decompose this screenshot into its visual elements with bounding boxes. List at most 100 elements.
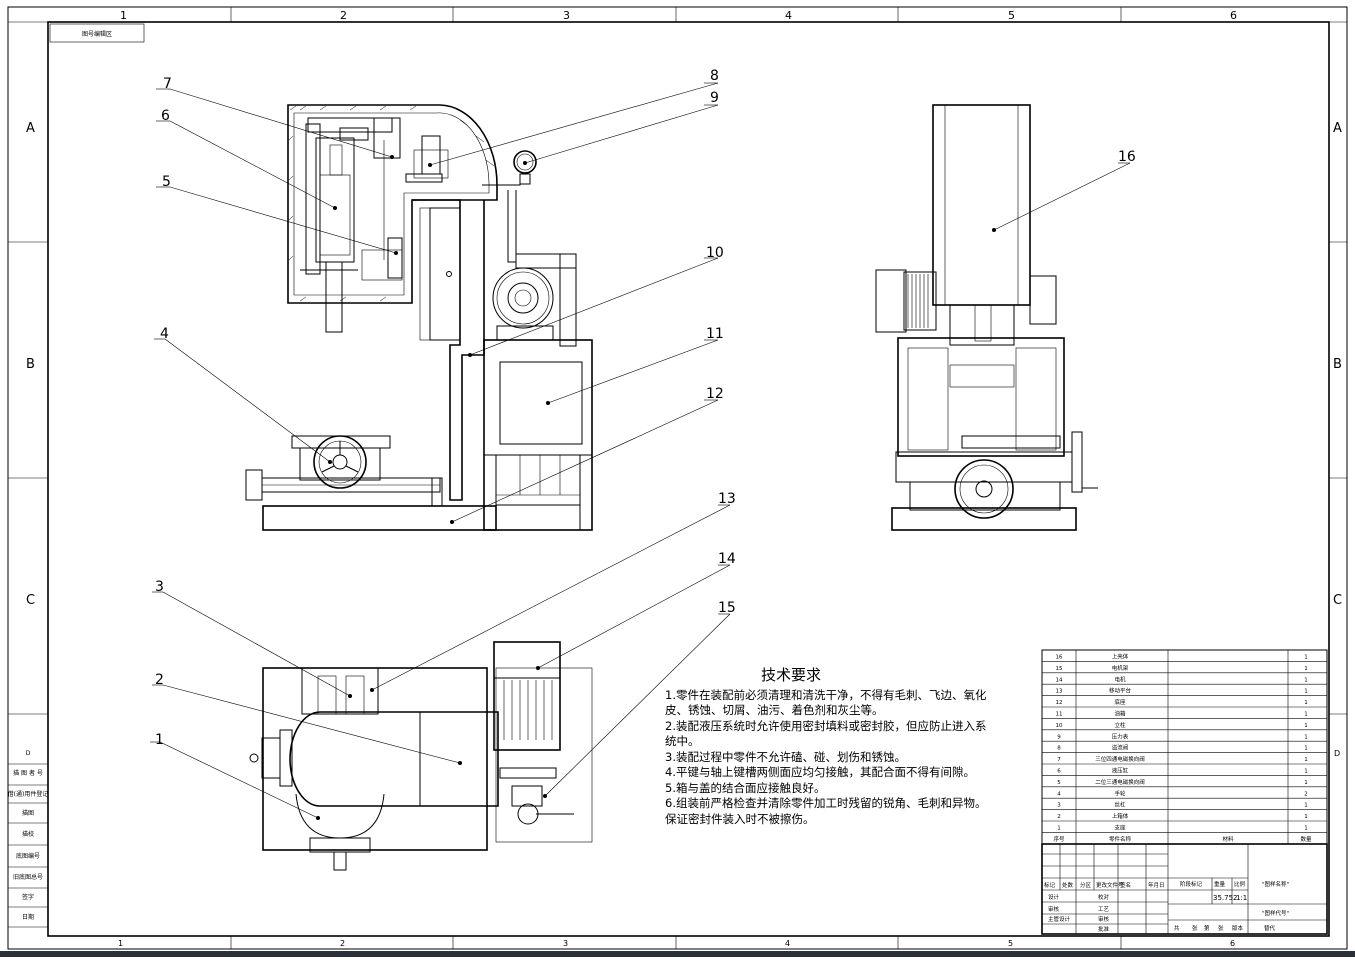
bom-row-qty: 1 [1304,746,1308,752]
bom-row-qty: 1 [1304,780,1308,786]
callout-12: 12 [706,386,724,402]
callout-8: 8 [710,68,719,84]
row-right-d: D [1334,749,1340,758]
bom-row-name: 丝杠 [1114,801,1126,809]
tech-item-1: 1.零件在装配前必须清理和清洗干净，不得有毛刺、飞边、氧化皮、锈蚀、切屑、油污、… [665,687,987,718]
corner-tag-box [49,23,145,43]
bom-row-no: 5 [1057,780,1061,786]
bom-row-no: 9 [1057,734,1061,740]
bom-header-qty: 数量 [1300,835,1312,843]
tb-role-check: 校对 [1098,893,1110,901]
bom-header-material: 材料 [1222,835,1234,843]
bom-row-no: 2 [1057,814,1061,820]
bom-row-no: 3 [1057,803,1061,809]
tb-label-zone: 分区 [1080,881,1092,889]
bom-row-name: 支座 [1114,824,1126,832]
tb-sheet-unit2: 张 [1218,924,1224,932]
tb-role-design: 设计 [1048,893,1060,901]
tb-label-count: 处数 [1062,881,1074,889]
tb-version: 版本 [1232,924,1244,932]
callout-11: 11 [706,326,724,342]
bom-row-name: 油箱 [1114,710,1126,718]
zone-top-5: 5 [1008,9,1015,22]
strip-d: D [26,750,31,757]
row-left-a: A [26,121,35,136]
callout-2: 2 [155,672,164,688]
bom-row-name: 手轮 [1114,789,1126,797]
zone-bottom-1: 1 [118,939,123,948]
tb-replace: 替代 [1264,924,1276,932]
tb-role-audit: 审核 [1098,915,1110,923]
bom-row-qty: 1 [1304,826,1308,832]
bom-row-no: 1 [1057,826,1061,832]
bom-row-no: 13 [1056,689,1063,695]
tb-role-chief: 主管设计 [1048,915,1071,923]
tech-title: 技术要求 [761,666,822,684]
bom-row-name: 电机 [1114,675,1126,683]
bom-row-no: 6 [1057,769,1061,775]
callout-1: 1 [155,732,164,748]
strip-label-8: 日期 [22,913,34,921]
zone-bottom-4: 4 [785,939,790,948]
tb-label-sign: 签名 [1120,881,1131,889]
zone-bottom-3: 3 [563,939,568,948]
row-right-b: B [1333,357,1342,372]
bom-row-qty: 1 [1304,814,1308,820]
bom-header-no: 序号 [1053,835,1065,843]
tech-item-6: 6.组装前严格检查并清除零件加工时残留的锐角、毛刺和异物。保证密封件装入时不被擦… [665,796,987,826]
bom-row-name: 电机架 [1112,664,1129,672]
side-view [875,104,1098,531]
tb-role-approve: 批准 [1098,925,1110,933]
bom-row-qty: 1 [1304,677,1308,683]
callout-13: 13 [718,491,736,507]
tech-item-5: 5.箱与盖的结合面应接触良好。 [665,780,826,795]
bom-row-no: 14 [1056,677,1063,683]
strip-label-7: 签字 [22,893,34,901]
row-left-c: C [26,593,35,608]
tb-label-date: 年月日 [1148,881,1165,889]
bom-row-qty: 1 [1304,803,1308,809]
callout-15: 15 [718,600,736,616]
callout-6: 6 [161,108,170,124]
bom-row-name: 立柱 [1114,721,1126,729]
tech-item-3: 3.装配过程中零件不允许磕、碰、划伤和锈蚀。 [665,749,906,764]
bom-row-qty: 1 [1304,689,1308,695]
bom-row-qty: 1 [1304,757,1308,763]
bom-row-name: 三位四通电磁换向阀 [1095,755,1145,763]
tb-stage-label: 阶段标记 [1180,880,1203,888]
callout-16: 16 [1118,149,1136,165]
bom-row-name: 上箱体 [1112,812,1129,820]
tech-item-4: 4.平键与轴上键槽两侧面应均匀接触，其配合面不得有间隙。 [665,765,975,779]
bom-row-qty: 1 [1304,666,1308,672]
bom-row-name: 移动平台 [1109,687,1132,695]
bom-row-no: 7 [1057,757,1061,763]
bom-row-name: 压力表 [1112,732,1129,740]
zone-bottom-5: 5 [1008,939,1013,948]
taskbar-strip [0,951,1355,957]
bom-row-no: 8 [1057,746,1061,752]
top-view [249,641,593,871]
bom-row-name: 液压缸 [1112,767,1129,775]
bom-row-name: 溢流阀 [1112,744,1129,752]
bom-row-qty: 1 [1304,734,1308,740]
bom-row-name: 上壳体 [1112,653,1129,661]
tb-scale-label: 比例 [1234,880,1246,888]
callout-5: 5 [162,174,171,190]
callout-7: 7 [163,76,172,92]
zone-top-6: 6 [1230,9,1237,22]
tb-sheet-no: 第 [1204,924,1210,932]
tb-label-change: 更改文件号 [1096,881,1124,889]
strip-label-2: 借(通)用件登记 [8,790,49,798]
strip-label-5: 底图编号 [16,852,40,860]
bom-row-name: 二位三通电磁换向阀 [1095,778,1145,786]
zone-bottom-2: 2 [340,939,345,948]
tech-item-2: 2.装配液压系统时允许使用密封填料或密封胶，但应防止进入系统中。 [665,718,987,749]
tb-label-mark: 标记 [1044,881,1056,889]
strip-label-4: 描校 [22,830,34,838]
zone-top-2: 2 [340,9,347,22]
zone-top-4: 4 [785,9,792,22]
tb-role-review: 审核 [1048,905,1060,913]
bom-row-no: 11 [1056,712,1063,718]
